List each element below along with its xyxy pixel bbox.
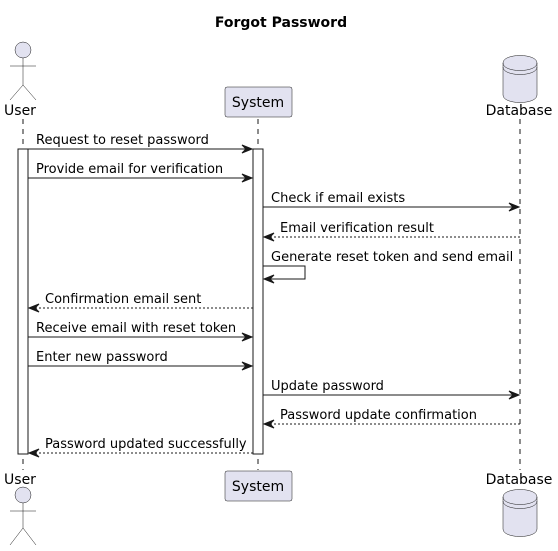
message-6: Confirmation email sent xyxy=(27,292,253,313)
arrow-head-icon xyxy=(262,232,275,242)
arrow-head-icon xyxy=(241,173,254,183)
arrow-head-icon xyxy=(262,419,275,429)
message-9: Update password xyxy=(263,379,521,400)
system-participant-top: System xyxy=(224,86,293,118)
message-label: Password update confirmation xyxy=(280,408,477,423)
system-activation-bar xyxy=(252,148,264,455)
arrow-head-icon xyxy=(241,144,254,154)
database-participant-top: Database xyxy=(486,55,553,119)
message-label: Password updated successfully xyxy=(45,437,247,452)
message-2: Provide email for verification xyxy=(28,162,254,183)
actor-figure-icon xyxy=(9,486,37,546)
arrow-head-icon xyxy=(241,361,254,371)
message-label: Check if email exists xyxy=(271,191,405,206)
database-cylinder-icon xyxy=(502,489,538,537)
message-label: Request to reset password xyxy=(36,133,209,148)
message-3: Check if email exists xyxy=(263,191,521,212)
message-10: Password update confirmation xyxy=(262,408,520,429)
message-4: Email verification result xyxy=(262,221,520,242)
message-label: Confirmation email sent xyxy=(45,292,201,307)
user-label-top: User xyxy=(4,103,36,119)
user-activation-bar xyxy=(17,148,29,455)
message-1: Request to reset password xyxy=(28,133,254,154)
system-participant-bottom: System xyxy=(224,470,293,502)
user-label-bottom: User xyxy=(4,472,36,488)
message-7: Receive email with reset token xyxy=(28,321,254,342)
message-label: Receive email with reset token xyxy=(36,321,236,336)
message-label: Update password xyxy=(271,379,384,394)
message-label: Provide email for verification xyxy=(36,162,223,177)
database-participant-bottom: Database xyxy=(486,472,553,537)
system-box-bottom xyxy=(224,470,293,502)
diagram-title: Forgot Password xyxy=(215,15,347,31)
message-label: Enter new password xyxy=(36,350,168,365)
arrow-head-icon xyxy=(508,390,521,400)
database-label-top: Database xyxy=(486,103,553,119)
message-label: Generate reset token and send email xyxy=(271,250,513,265)
system-box-top xyxy=(224,86,293,118)
arrow-head-icon xyxy=(262,274,275,284)
user-actor-top: User xyxy=(4,41,37,119)
user-actor-bottom: User xyxy=(4,472,37,546)
message-8: Enter new password xyxy=(28,350,254,371)
message-5: Generate reset token and send email xyxy=(262,250,513,284)
message-11: Password updated successfully xyxy=(27,437,253,458)
system-label-top: System xyxy=(232,95,284,111)
system-label-bottom: System xyxy=(232,479,284,495)
message-arrow-line xyxy=(263,265,306,280)
arrow-head-icon xyxy=(241,332,254,342)
actor-figure-icon xyxy=(9,41,37,101)
arrow-head-icon xyxy=(27,448,40,458)
database-label-bottom: Database xyxy=(486,472,553,488)
message-label: Email verification result xyxy=(280,221,434,236)
arrow-head-icon xyxy=(27,303,40,313)
arrow-head-icon xyxy=(508,202,521,212)
database-cylinder-icon xyxy=(502,55,538,103)
